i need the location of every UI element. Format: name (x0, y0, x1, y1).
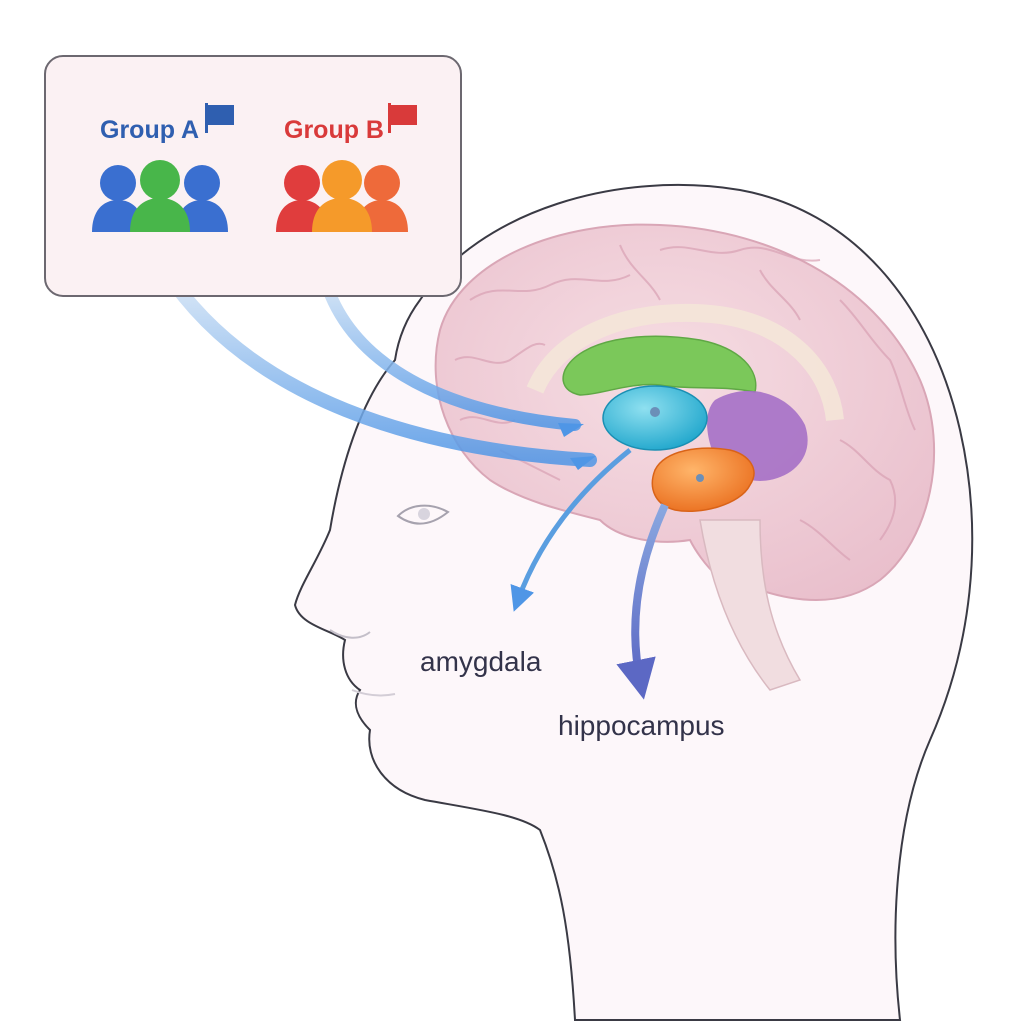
group-b-label: Group B (284, 116, 384, 144)
arrow-to-group-b (316, 262, 581, 431)
group-b-people-icon (276, 160, 408, 232)
amygdala-label: amygdala (420, 646, 542, 677)
group-a-people-icon (92, 160, 228, 232)
group-legend-box (44, 55, 462, 297)
cingulate-region (562, 335, 757, 396)
thalamus-region (602, 385, 708, 451)
arrows-to-labels (510, 448, 669, 700)
red-flag-icon (388, 103, 417, 133)
hippocampus-label: hippocampus (558, 710, 725, 741)
blue-flag-icon (205, 103, 234, 133)
arrow-to-hippocampus-label (616, 503, 669, 700)
group-a-label: Group A (100, 116, 200, 144)
eye-icon (418, 508, 430, 520)
arrow-to-group-a (158, 263, 597, 467)
arrow-to-amygdala-label (510, 448, 632, 612)
brain (434, 223, 936, 691)
